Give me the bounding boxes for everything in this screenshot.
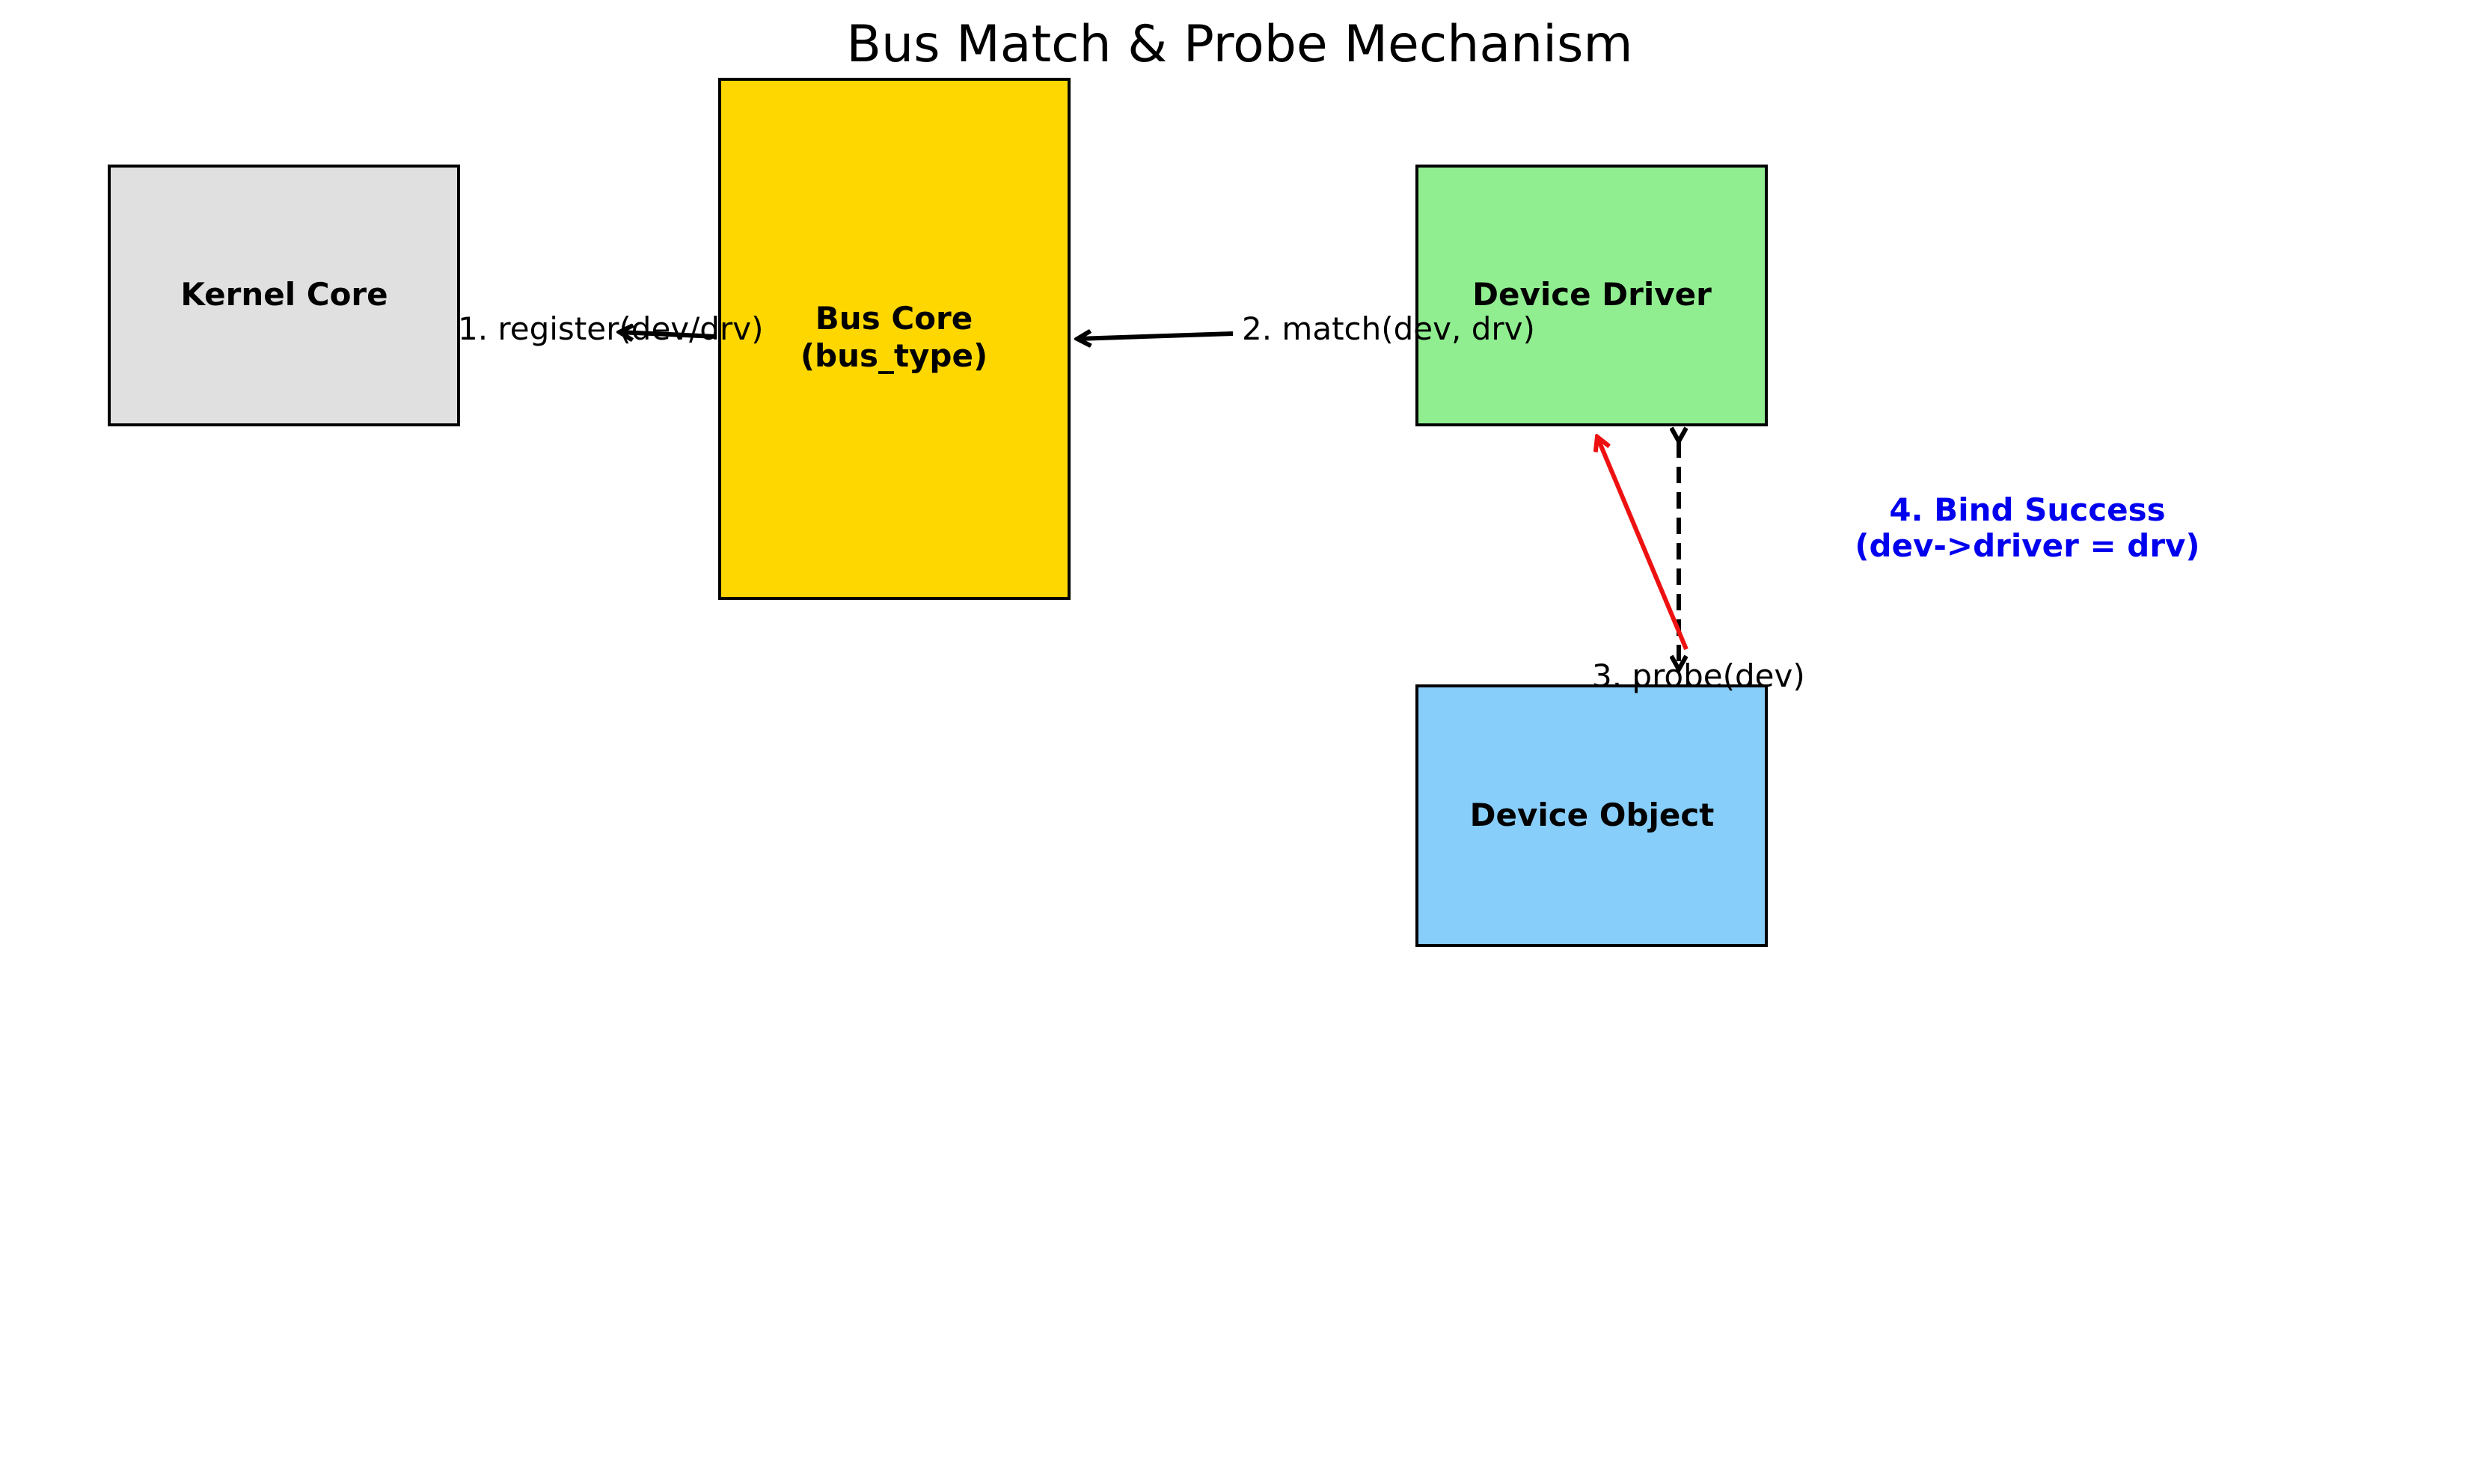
- bus-core-label-line1: Bus Core: [815, 300, 973, 337]
- register-arrow: [619, 332, 717, 337]
- kernel-core-label: Kernel Core: [180, 276, 388, 313]
- bus-core-box: [718, 78, 1071, 600]
- device-driver-node: Device Driver: [1415, 165, 1768, 426]
- bind-success-note: 4. Bind Success (dev->driver = drv): [1855, 491, 2199, 564]
- device-object-node: Device Object: [1415, 684, 1768, 947]
- kernel-core-node: Kernel Core: [108, 165, 460, 426]
- bus-core-node: Bus Core (bus_type): [718, 78, 1071, 600]
- kernel-core-box: [108, 165, 460, 426]
- device-object-label: Device Object: [1470, 797, 1715, 833]
- bind-red-arrow: [1597, 437, 1688, 651]
- bus-core-label-line2: (bus_type): [800, 337, 988, 374]
- match-label: 2. match(dev, drv): [1242, 310, 1535, 347]
- match-arrow: [1077, 334, 1234, 339]
- device-driver-label: Device Driver: [1472, 276, 1712, 313]
- bind-success-line2: (dev->driver = drv): [1855, 527, 2199, 564]
- bind-success-line1: 4. Bind Success: [1889, 491, 2165, 528]
- device-driver-box: [1415, 165, 1768, 426]
- device-object-box: [1415, 684, 1768, 947]
- register-label: 1. register(dev/drv): [458, 310, 763, 347]
- probe-label: 3. probe(dev): [1592, 657, 1805, 694]
- diagram-title: Bus Match & Probe Mechanism: [846, 15, 1632, 74]
